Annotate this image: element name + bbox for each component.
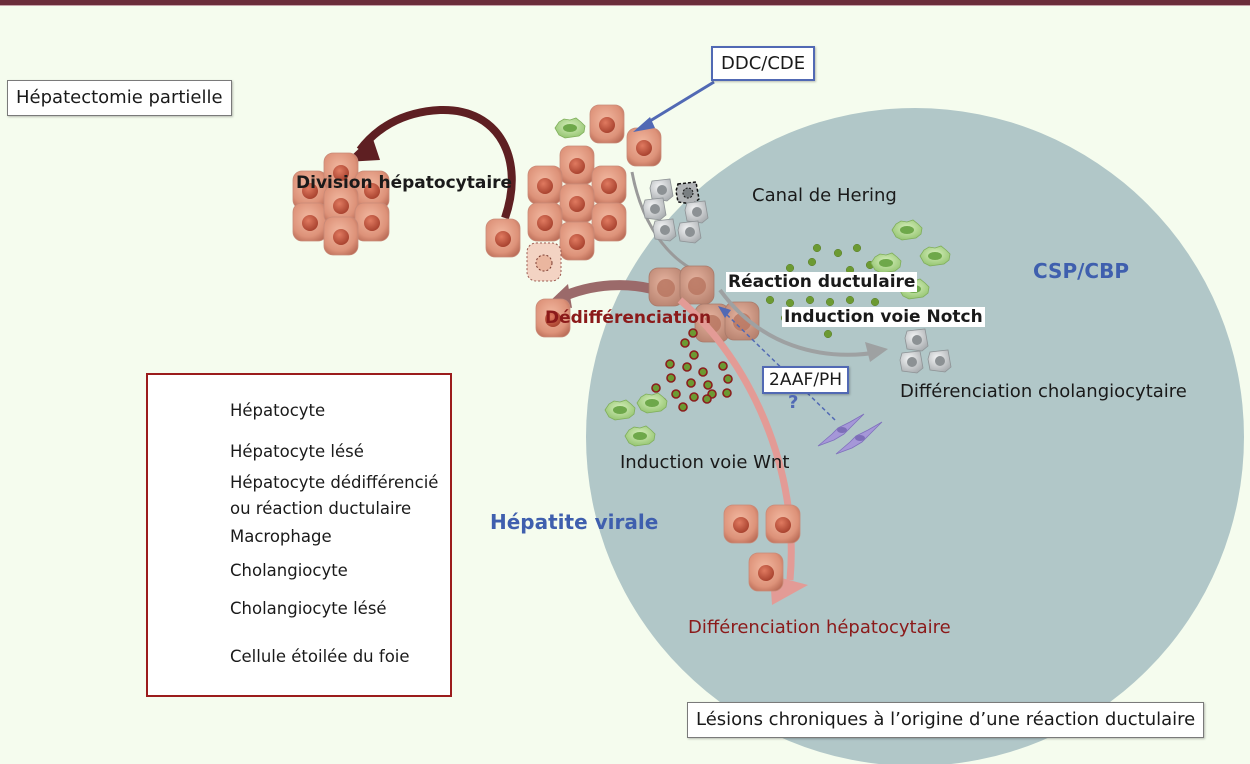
wnt-label: Induction voie Wnt (620, 452, 790, 473)
top-bar (0, 0, 1250, 6)
legend-label-dedifferentiated: Hépatocyte dédifférencié (230, 473, 439, 492)
lesions-label: Lésions chroniques à l’origine d’une réa… (687, 702, 1205, 738)
csp-cbp-label: CSP/CBP (1033, 259, 1129, 283)
cholangiocyte-diff-label: Différenciation cholangiocytaire (900, 381, 1187, 402)
division-label: Division hépatocytaire (296, 173, 513, 193)
cholangiocyte-cluster (642, 178, 709, 244)
division-cluster (292, 152, 390, 256)
legend-label-injured-hepatocyte: Hépatocyte lésé (230, 442, 364, 461)
legend-label-hepatocyte: Hépatocyte (230, 401, 326, 420)
aaf-ph-label: 2AAF/PH (762, 366, 850, 394)
division-arrow (356, 105, 516, 220)
hepatectomie-label: Hépatectomie partielle (7, 80, 232, 116)
ductular-reaction-label: Réaction ductulaire (726, 272, 918, 292)
notch-label: Induction voie Notch (782, 307, 985, 327)
legend: Hépatocyte Hépatocyte lésé Hépatocyte dé… (146, 373, 452, 697)
liver-zone-circle (586, 108, 1244, 764)
legend-label-macrophage: Macrophage (230, 527, 332, 546)
question-mark: ? (788, 392, 799, 413)
hepatite-label: Hépatite virale (490, 510, 659, 534)
legend-label-cholangiocyte: Cholangiocyte (230, 561, 348, 580)
ddc-label: DDC/CDE (711, 46, 816, 81)
legend-label-dedifferentiated-2: ou réaction ductulaire (230, 499, 412, 518)
legend-label-injured-cholangiocyte: Cholangiocyte lésé (230, 599, 387, 618)
dedifferentiation-label: Dédifférenciation (545, 308, 712, 328)
canal-hering-label: Canal de Hering (752, 185, 897, 206)
legend-label-stellate-cell: Cellule étoilée du foie (230, 647, 410, 666)
hepatocyte-diff-label: Différenciation hépatocytaire (688, 617, 951, 638)
